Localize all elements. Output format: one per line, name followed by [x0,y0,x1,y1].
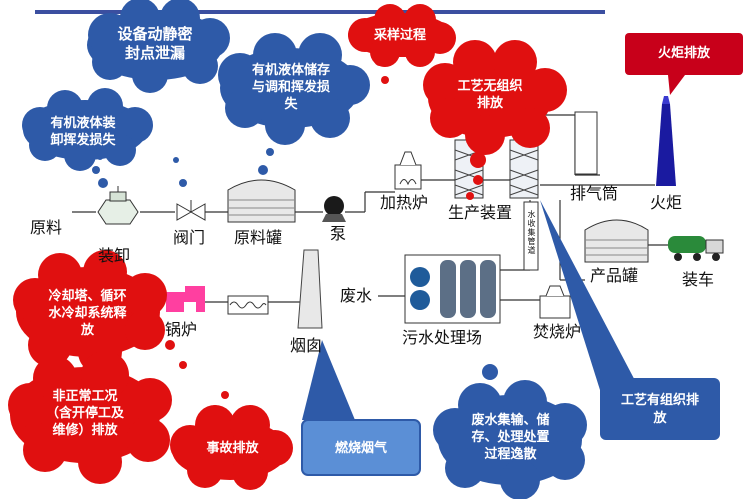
cloud-cooling-tower [13,250,167,374]
incinerator-icon [539,285,571,319]
label-raw-tank: 原料罐 [234,228,283,247]
label-boiler: 锅炉 [165,320,198,339]
exhaust-stack-icon [574,111,598,175]
label-valve: 阀门 [173,228,206,247]
label-pump: 泵 [330,224,347,243]
label-loading: 装卸 [98,246,131,265]
pump-icon [322,196,346,222]
sewage-plant-icon [404,254,501,324]
valve-icon [176,200,206,221]
cloud-abnormal [8,351,172,484]
bubble-abnormal: 非正常工况 （含开停工及 维修）排放 [45,389,124,438]
raw-tank-icon [227,179,296,223]
label-heater: 加热炉 [380,193,429,212]
bubble-sampling: 采样过程 [373,28,426,43]
label-product-tank: 产品罐 [590,266,639,285]
flare-stack-icon [656,96,676,186]
water-pipe-box [523,201,539,271]
label-water-pipe: 水收集管道 [527,210,536,255]
cloud-wastewater-escape [433,380,587,499]
bubble-process-organized: 工艺有组织排 放 [620,393,699,426]
cloud-equipment-leak [87,0,230,93]
label-truck-loading: 装车 [682,270,715,289]
bubble-flare-emission: 火炬排放 [657,46,710,61]
product-tank-icon [584,219,649,263]
cloud-accident [170,405,293,490]
callout-flue-gas [301,340,421,476]
bubble-flue-gas: 燃烧烟气 [334,441,387,456]
bubble-accident: 事故排放 [206,441,259,456]
callout-process-organized [540,200,720,440]
cloud-sampling [348,4,456,67]
label-sewage-plant: 污水处理场 [402,328,483,347]
label-incinerator: 焚烧炉 [533,322,582,341]
boiler-icon [166,286,269,315]
heater-icon [394,151,422,190]
callout-flare [625,33,743,95]
bubble-cooling-tower: 冷却塔、循环 水冷却系统释 放 [48,289,127,338]
cloud-organic-storage [218,33,370,145]
label-wastewater: 废水 [340,286,373,305]
bubble-organic-loading: 有机液体装 卸挥发损失 [50,116,116,148]
tank-truck-icon [668,236,724,261]
bubble-equipment-leak: 设备动静密 封点泄漏 [117,25,193,62]
label-flare: 火炬 [650,193,683,212]
label-exhaust-stack: 排气筒 [570,184,619,203]
loading-equipment-icon [97,186,139,225]
production-unit-icon [454,139,539,199]
cloud-process-fugitive [423,40,567,155]
label-production-unit: 生产装置 [448,203,513,222]
chimney-icon [297,249,323,329]
bubble-organic-storage: 有机液体储存 与调和挥发损 失 [251,63,330,112]
cloud-organic-loading [22,88,153,171]
label-raw-material: 原料 [30,218,63,237]
bubble-process-fugitive: 工艺无组织 排放 [457,79,523,111]
label-chimney: 烟囱 [290,336,323,355]
header-line [35,10,605,14]
bubble-wastewater-escape: 废水集输、储 存、处理处置 过程逸散 [471,413,550,462]
